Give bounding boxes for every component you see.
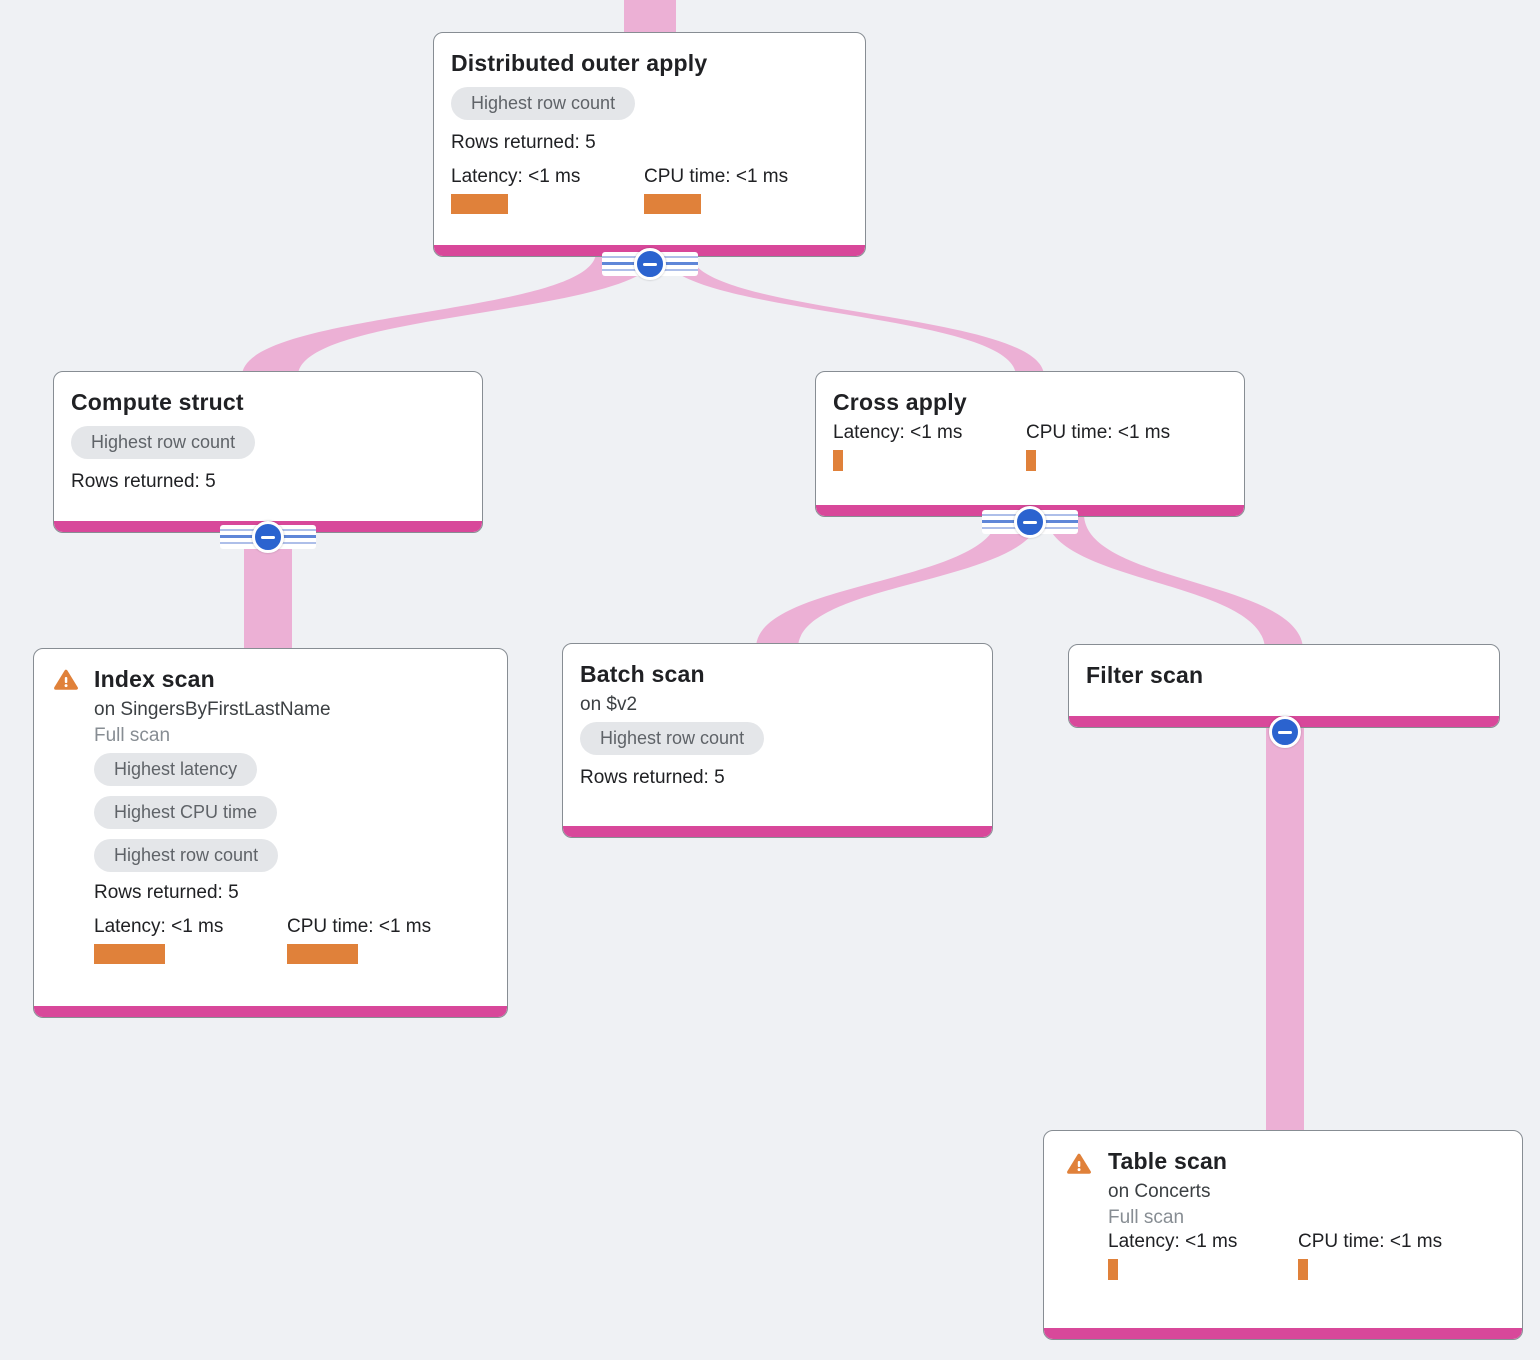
cpu-time-label: CPU time: <1 ms xyxy=(1298,1231,1443,1252)
latency-bar xyxy=(1108,1259,1118,1280)
collapse-button-compute-struct[interactable] xyxy=(252,521,284,553)
edge-cross-apply-to-batch-scan xyxy=(756,514,1040,648)
edge-root-to-distributed-outer-apply xyxy=(624,0,676,40)
node-title: Cross apply xyxy=(833,389,967,415)
edge-distributed-outer-apply-to-compute-struct xyxy=(242,252,658,376)
latency-label: Latency: <1 ms xyxy=(451,166,581,187)
scan-type: Full scan xyxy=(1108,1207,1185,1228)
edge-cross-apply-to-filter-scan xyxy=(1046,514,1303,650)
edge-filter-scan-to-table-scan xyxy=(1266,728,1304,1136)
badge-highest-row-count: Highest row count xyxy=(580,722,765,755)
rows-returned: Rows returned: 5 xyxy=(580,767,725,788)
latency-label: Latency: <1 ms xyxy=(94,916,224,937)
node-table-scan[interactable]: Table scan on Concerts Full scan Latency… xyxy=(1043,1130,1523,1340)
scan-target: on SingersByFirstLastName xyxy=(94,699,331,720)
node-title: Distributed outer apply xyxy=(451,50,708,76)
node-title: Index scan xyxy=(94,666,215,692)
badge-highest-row-count: Highest row count xyxy=(451,87,636,120)
node-accent-bar xyxy=(563,826,992,837)
badge-highest-latency: Highest latency xyxy=(94,753,258,786)
edge-compute-struct-to-index-scan xyxy=(244,528,292,655)
node-title: Filter scan xyxy=(1086,662,1204,688)
scan-type: Full scan xyxy=(94,725,171,746)
minus-icon xyxy=(1278,730,1292,734)
rows-returned: Rows returned: 5 xyxy=(71,471,216,492)
edge-distributed-outer-apply-to-cross-apply xyxy=(662,252,1044,376)
cpu-time-bar xyxy=(1026,450,1036,471)
minus-icon xyxy=(261,535,275,539)
latency-label: Latency: <1 ms xyxy=(833,422,963,443)
collapse-button-cross-apply[interactable] xyxy=(1014,506,1046,538)
node-batch-scan[interactable]: Batch scan on $v2 Highest row count Rows… xyxy=(562,643,993,838)
node-index-scan[interactable]: Index scan on SingersByFirstLastName Ful… xyxy=(33,648,508,1018)
latency-label: Latency: <1 ms xyxy=(1108,1231,1238,1252)
cpu-time-label: CPU time: <1 ms xyxy=(287,916,432,937)
rows-returned: Rows returned: 5 xyxy=(94,882,239,903)
minus-icon xyxy=(643,262,657,266)
badge-highest-row-count: Highest row count xyxy=(71,426,256,459)
cpu-time-label: CPU time: <1 ms xyxy=(644,166,789,187)
node-accent-bar xyxy=(1044,1328,1522,1339)
node-title: Compute struct xyxy=(71,389,244,415)
collapse-button-distributed-outer-apply[interactable] xyxy=(634,248,666,280)
badge-highest-cpu-time: Highest CPU time xyxy=(94,796,278,829)
scan-target: on $v2 xyxy=(580,694,638,715)
latency-bar xyxy=(94,944,165,964)
cpu-time-bar xyxy=(644,194,701,214)
node-distributed-outer-apply[interactable]: Distributed outer apply Highest row coun… xyxy=(433,32,866,257)
warning-icon xyxy=(1067,1153,1091,1174)
cpu-time-bar xyxy=(287,944,358,964)
collapse-button-filter-scan[interactable] xyxy=(1269,716,1301,748)
node-accent-bar xyxy=(34,1006,507,1017)
cpu-time-label: CPU time: <1 ms xyxy=(1026,422,1171,443)
rows-returned: Rows returned: 5 xyxy=(451,132,596,153)
latency-bar xyxy=(451,194,508,214)
badge-highest-row-count: Highest row count xyxy=(94,839,279,872)
cpu-time-bar xyxy=(1298,1259,1308,1280)
warning-icon xyxy=(54,669,78,690)
node-title: Table scan xyxy=(1108,1148,1228,1174)
latency-bar xyxy=(833,450,843,471)
scan-target: on Concerts xyxy=(1108,1181,1211,1202)
minus-icon xyxy=(1023,520,1037,524)
node-title: Batch scan xyxy=(580,661,705,687)
node-compute-struct[interactable]: Compute struct Highest row count Rows re… xyxy=(53,371,483,533)
node-cross-apply[interactable]: Cross apply Latency: <1 ms CPU time: <1 … xyxy=(815,371,1245,517)
